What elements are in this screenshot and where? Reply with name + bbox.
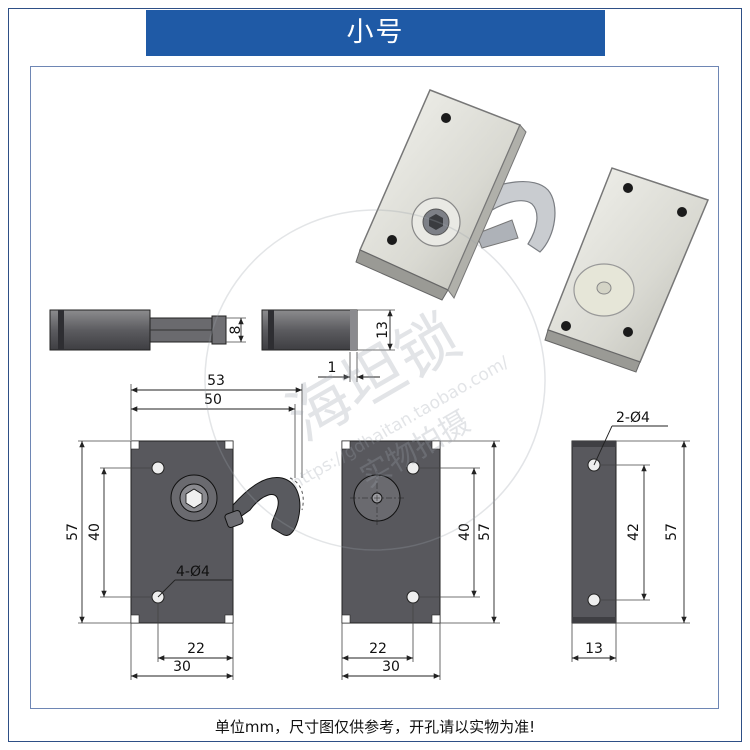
dim-latch-depth-label: 8 <box>228 326 244 335</box>
dim-body-depth: 13 <box>357 309 395 351</box>
side-view-body <box>261 309 358 351</box>
dim-back-bottom: 22 30 <box>341 603 441 680</box>
dim-back-offset-label: 22 <box>369 641 387 657</box>
footer-note: 单位mm，尺寸图仅供参考，开孔请以实物为准! <box>214 718 536 736</box>
dim-front-height: 57 40 <box>65 440 152 624</box>
front-view <box>130 440 304 624</box>
dim-front-holes-label: 40 <box>87 523 103 541</box>
dim-edge-hole-callout: 2-Ø4 <box>593 410 668 466</box>
dim-front-offset-label: 22 <box>187 641 205 657</box>
dim-gap: 1 <box>318 352 380 382</box>
dim-back-holes-label: 40 <box>457 523 473 541</box>
dim-front-width-label: 30 <box>173 659 191 675</box>
back-view <box>341 440 441 624</box>
photo-latch-front <box>355 89 556 301</box>
side-view-latch <box>49 309 227 351</box>
outer-frame <box>8 8 742 742</box>
dim-gap-label: 1 <box>328 360 337 376</box>
dim-edge-width: 13 <box>571 623 617 662</box>
dim-front-bottom: 22 30 <box>130 603 234 680</box>
dim-edge-height: 42 57 <box>600 440 690 624</box>
dim-latch-depth: 8 <box>226 317 246 343</box>
edge-hole-label: 2-Ø4 <box>616 410 650 426</box>
dim-back-width-label: 30 <box>382 659 400 675</box>
dim-overall-width-label: 53 <box>207 373 225 389</box>
dim-edge-height-label: 57 <box>664 523 680 541</box>
drawing-area <box>30 66 719 709</box>
title-banner: 小号 <box>146 10 605 56</box>
dim-front-height-label: 57 <box>65 523 81 541</box>
edge-view <box>571 440 617 624</box>
dim-overall-width: 53 50 <box>130 373 303 478</box>
dim-edge-width-label: 13 <box>585 641 603 657</box>
dim-body-depth-label: 13 <box>375 321 391 339</box>
dim-back-height: 40 57 <box>419 440 500 624</box>
photo-latch-back <box>544 167 710 373</box>
front-hole-label: 4-Ø4 <box>176 564 210 580</box>
dim-front-hole-callout: 4-Ø4 <box>157 564 232 598</box>
dim-hook-width-label: 50 <box>204 392 222 408</box>
dim-back-height-label: 57 <box>477 523 493 541</box>
dim-edge-holes-label: 42 <box>626 523 642 541</box>
